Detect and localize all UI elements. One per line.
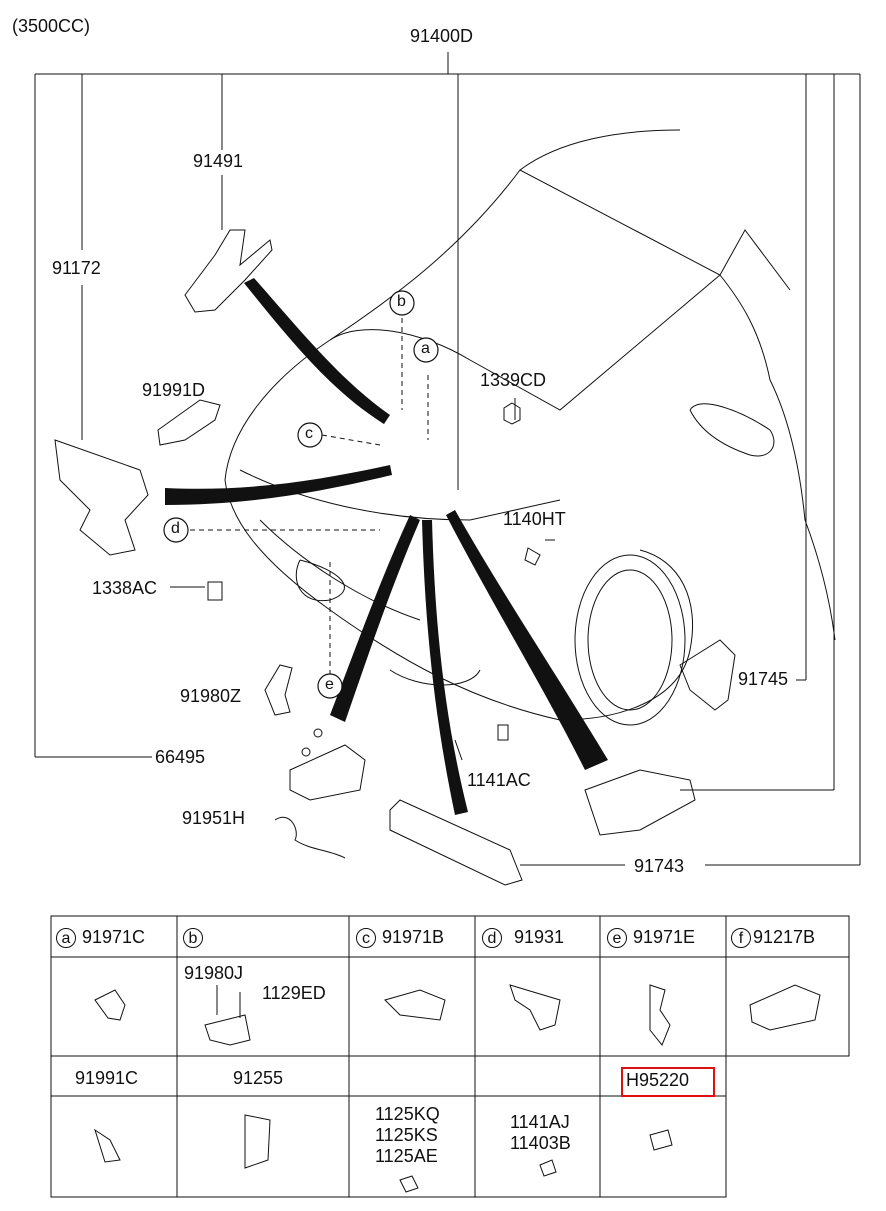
part-91991C[interactable]: 91991C (75, 1068, 139, 1088)
letter-circle: a (56, 928, 76, 949)
part-H95220[interactable]: H95220 (626, 1070, 690, 1090)
part-1125KQ[interactable]: 1125KQ (375, 1104, 440, 1124)
engine-label: (3500CC) (12, 16, 91, 36)
part-91971B: 91971B (382, 927, 445, 947)
part-1125KS[interactable]: 1125KS (375, 1125, 438, 1145)
letter-circle: d (482, 928, 502, 949)
part-91991D[interactable]: 91991D (142, 380, 206, 400)
part-1140HT[interactable]: 1140HT (503, 509, 566, 529)
part-1338AC[interactable]: 1338AC (92, 578, 158, 598)
letter-circle: b (183, 928, 203, 949)
part-1141AJ[interactable]: 1141AJ (510, 1112, 570, 1132)
part-91980J[interactable]: 91980J (184, 963, 244, 983)
part-91255[interactable]: 91255 (233, 1068, 284, 1088)
table-cell-c[interactable]: c 91971B (356, 927, 445, 949)
callout-letter-d: d (171, 520, 180, 537)
callout-letter-b: b (397, 293, 406, 310)
part-11403B[interactable]: 11403B (510, 1133, 571, 1153)
table-cell-b[interactable]: b (183, 927, 209, 949)
letter-circle: f (731, 928, 751, 949)
letter-circle: e (607, 928, 627, 949)
part-91743[interactable]: 91743 (634, 856, 685, 876)
part-1141AC[interactable]: 1141AC (467, 770, 531, 790)
callout-letter-a: a (421, 340, 430, 357)
letter-circle: c (356, 928, 376, 949)
callout-letter-e: e (325, 676, 334, 693)
part-91400D[interactable]: 91400D (410, 26, 474, 46)
part-91491[interactable]: 91491 (193, 151, 244, 171)
part-91745[interactable]: 91745 (738, 669, 789, 689)
table-cell-e[interactable]: e 91971E (607, 927, 696, 949)
part-91971E: 91971E (633, 927, 696, 947)
part-91951H[interactable]: 91951H (182, 808, 246, 828)
part-1125AE[interactable]: 1125AE (375, 1146, 438, 1166)
part-91931: 91931 (514, 927, 565, 947)
callout-letter-c: c (305, 425, 313, 442)
part-91971C: 91971C (82, 927, 146, 947)
part-91980Z[interactable]: 91980Z (180, 686, 242, 706)
part-1339CD[interactable]: 1339CD (480, 370, 547, 390)
part-91172[interactable]: 91172 (52, 258, 101, 278)
part-1129ED[interactable]: 1129ED (262, 983, 326, 1003)
part-91217B: 91217B (753, 927, 816, 947)
part-66495[interactable]: 66495 (155, 747, 206, 767)
table-cell-d[interactable]: d 91931 (482, 927, 565, 949)
highlight-box (621, 1067, 715, 1097)
table-cell-a[interactable]: a 91971C (56, 927, 146, 949)
